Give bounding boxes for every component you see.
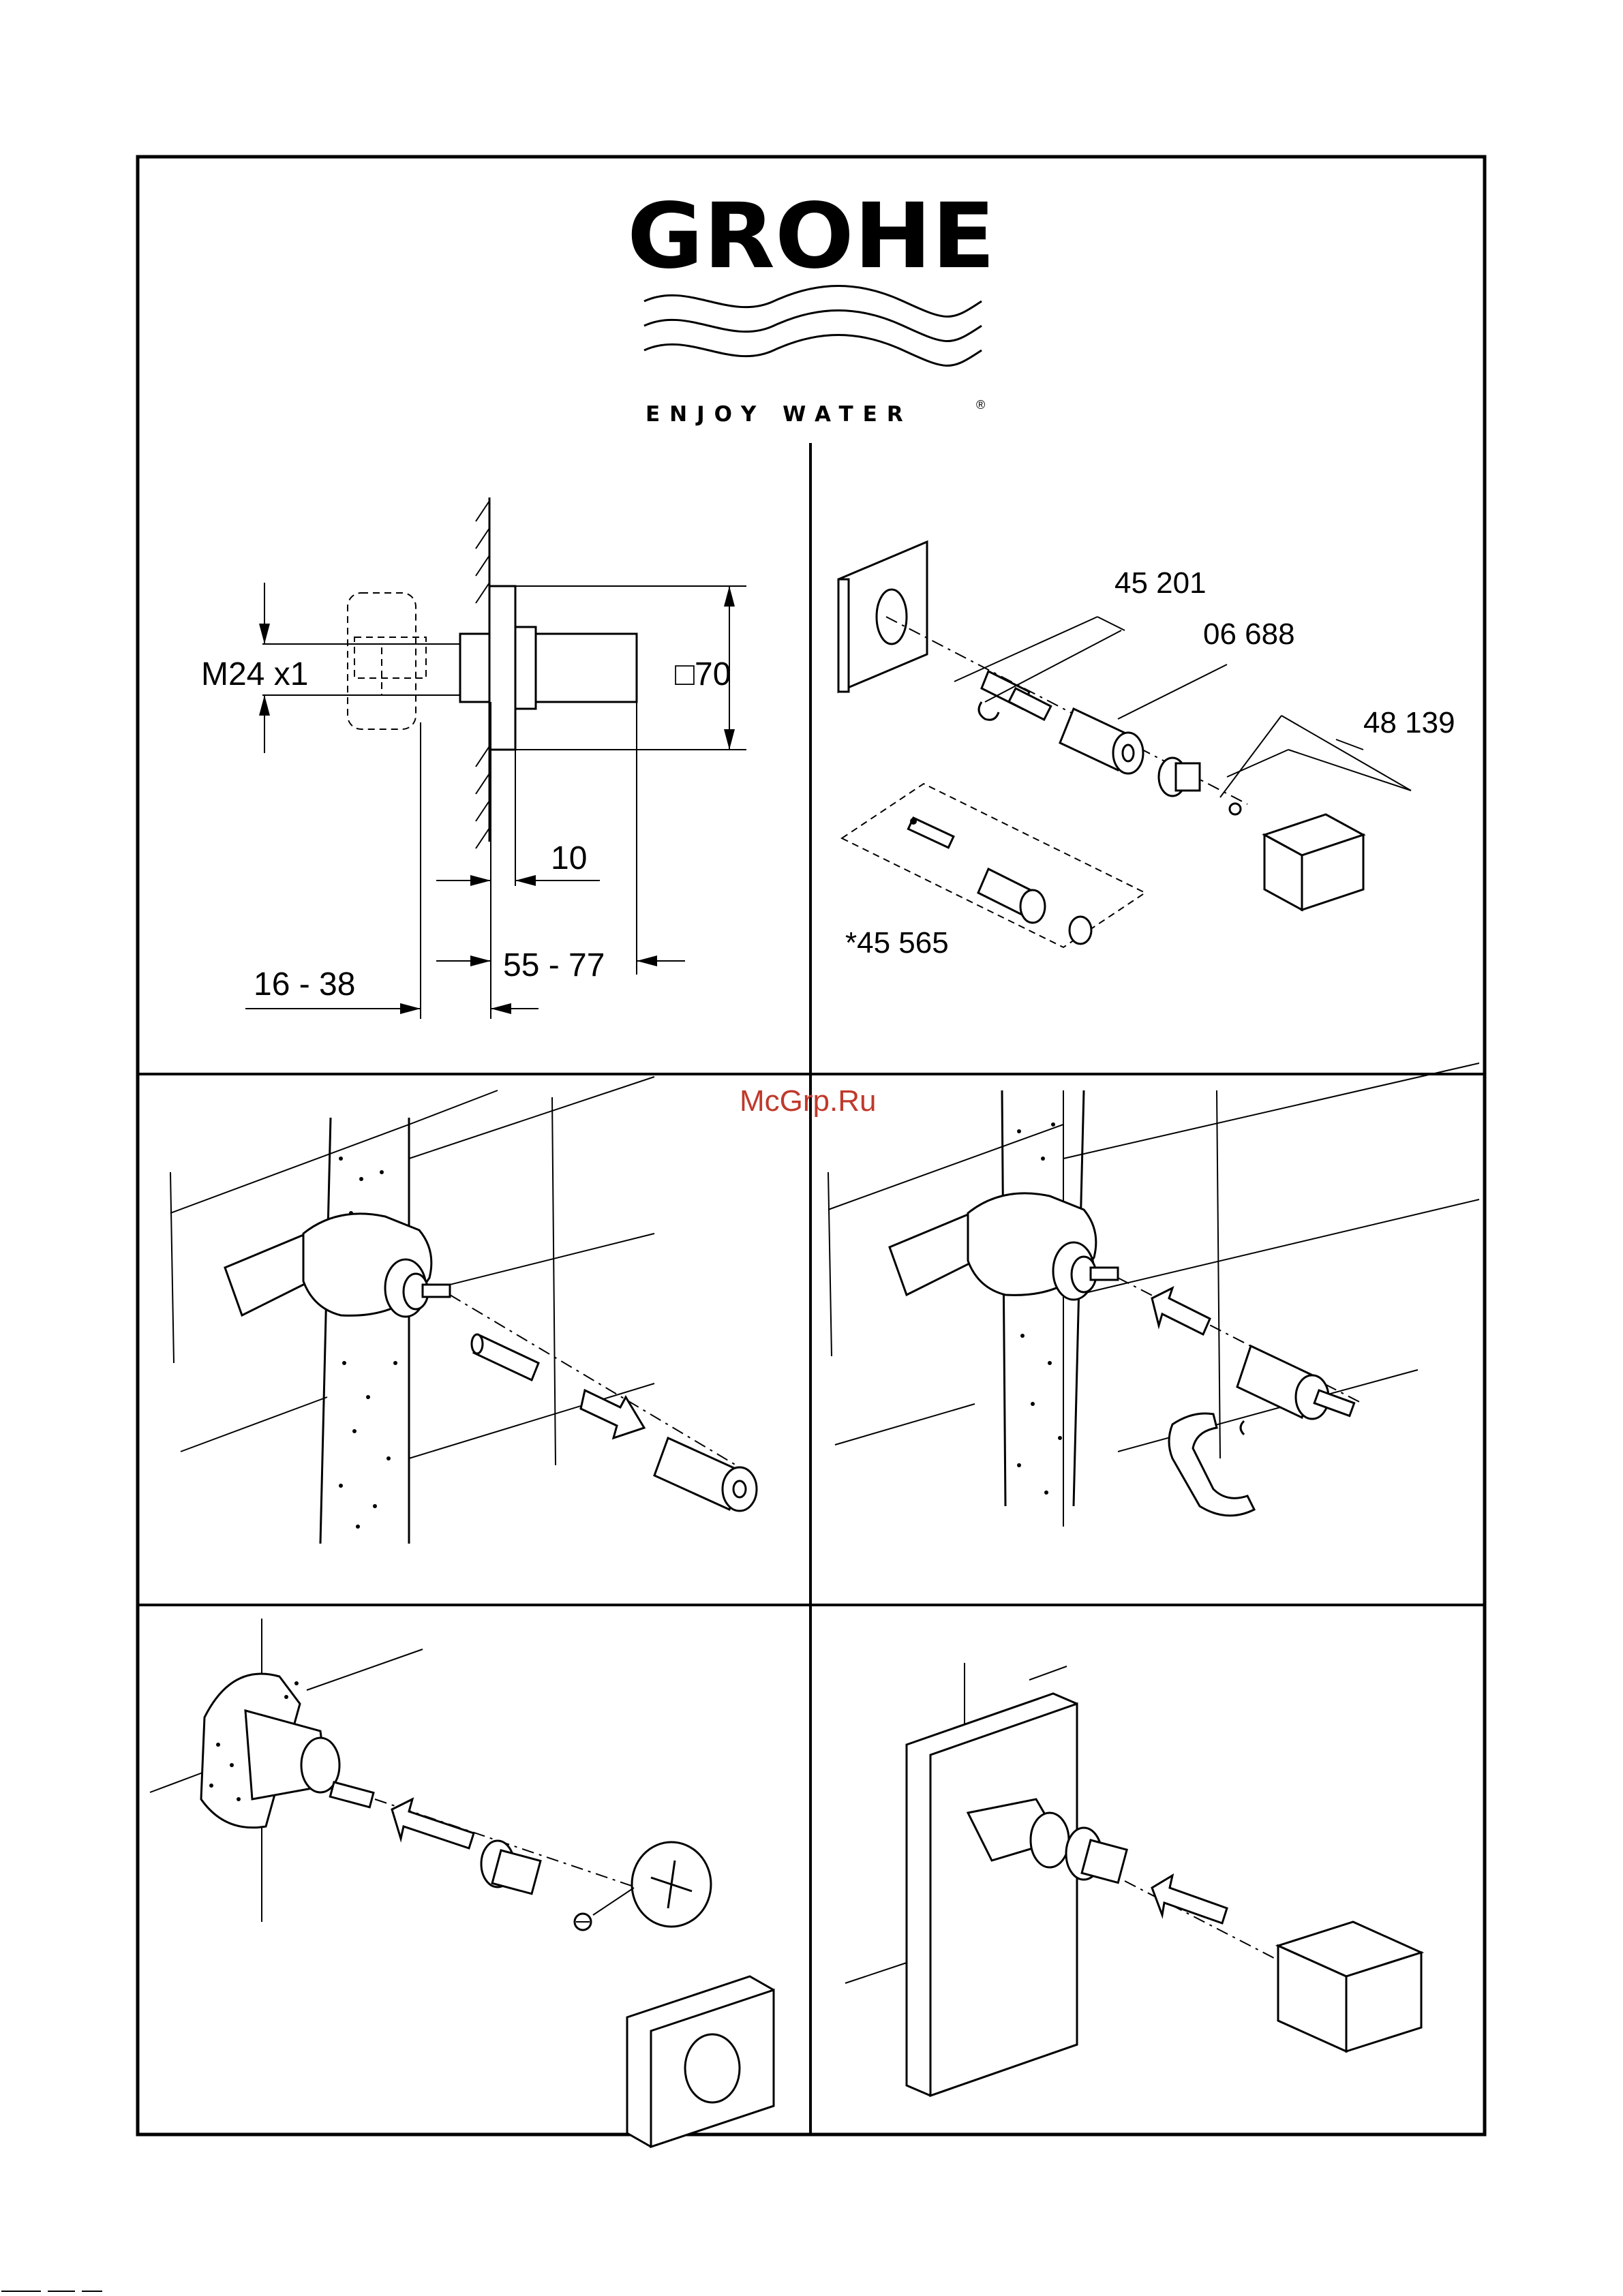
range-inner-label: 16 - 38	[254, 966, 355, 1002]
part-extension-label: 45 201	[1114, 566, 1207, 600]
part-sleeve-label: 06 688	[1203, 617, 1295, 651]
plate-size-label: □70	[675, 656, 731, 692]
dimension-drawing: M24 x1 □70 10 55 - 77 16 - 38	[201, 498, 746, 1019]
registered-mark: ®	[976, 398, 985, 412]
parts-diagram: 45 201 06 688 48 139 *45 565	[838, 542, 1455, 960]
part-handle-set-label: 48 139	[1363, 706, 1455, 739]
thread-label: M24 x1	[201, 656, 308, 692]
depth-plate-label: 10	[551, 840, 587, 876]
watermark: McGrp.Ru	[740, 1084, 876, 1118]
step-fit-cartridge	[150, 1619, 774, 2147]
brand-name: GROHE	[627, 184, 995, 289]
part-kit-label: *45 565	[845, 926, 949, 960]
step-fit-extension	[828, 1063, 1479, 1527]
range-outer-label: 55 - 77	[503, 947, 605, 983]
brand-tagline: ENJOY WATER	[646, 402, 913, 427]
grohe-logo: GROHE ENJOY WATER ®	[627, 184, 995, 427]
step-fit-handle	[845, 1663, 1421, 2096]
step-remove-extension: McGrp.Ru	[170, 1077, 876, 1544]
page-frame	[138, 157, 1485, 2134]
